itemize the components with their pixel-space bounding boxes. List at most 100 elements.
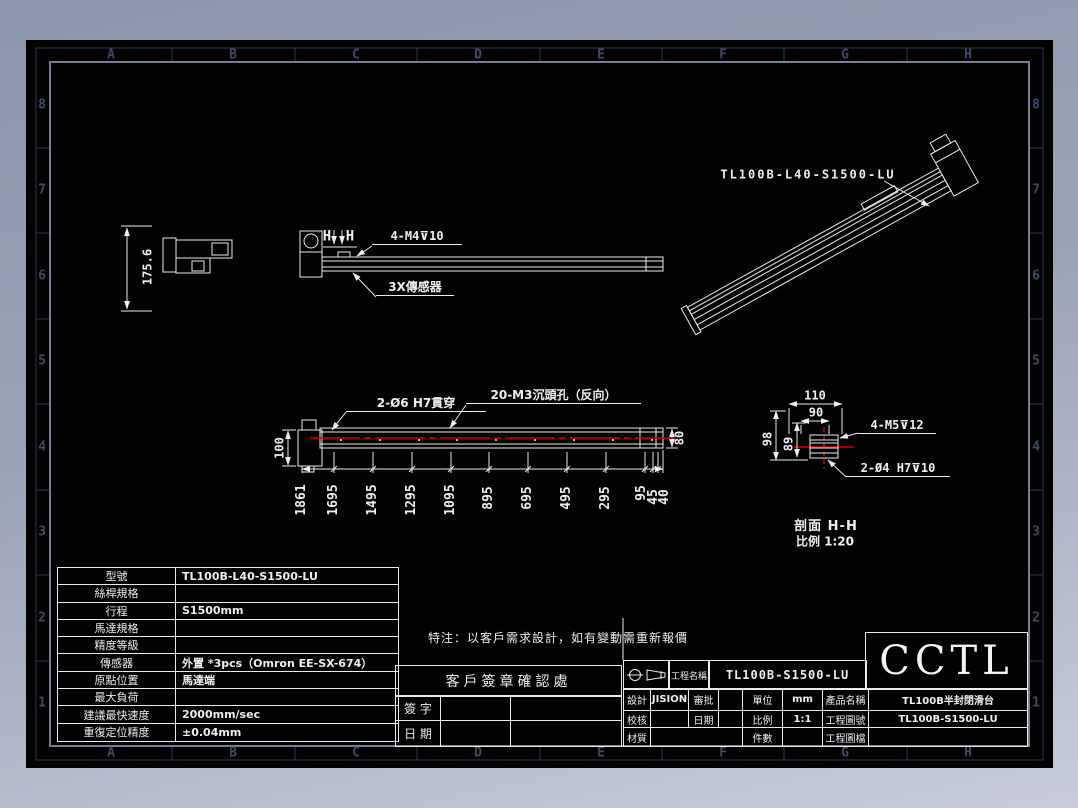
frame-col-label: H xyxy=(964,47,972,63)
frame-row-label: 2 xyxy=(38,610,46,626)
dim-chain-label: 1495 xyxy=(364,484,380,516)
frame-col-label-bottom: B xyxy=(229,745,237,761)
drawing-no-label: 工程圖號 xyxy=(823,711,869,728)
spec-value xyxy=(176,637,398,655)
spec-value xyxy=(176,585,398,603)
dim-chain-label: 1695 xyxy=(325,484,341,516)
check-value xyxy=(651,711,689,728)
dim-plan-right: 80 xyxy=(672,430,687,446)
scale-label: 比例 xyxy=(743,711,783,728)
first-angle-projection-icon xyxy=(627,669,666,681)
spec-label: 精度等級 xyxy=(58,637,176,655)
spec-value xyxy=(176,620,398,638)
frame-row-label: 3 xyxy=(38,524,46,540)
dim-chain-label: 695 xyxy=(519,486,535,510)
dim-chain-label: 1095 xyxy=(442,484,458,516)
dim-chain-label: 1295 xyxy=(403,484,419,516)
frame-row-label-right: 6 xyxy=(1032,268,1040,284)
frame-col-label: F xyxy=(719,47,727,63)
frame-row-label: 5 xyxy=(38,353,46,369)
spec-label: 馬達規格 xyxy=(58,619,176,638)
label-top-holes: 4-M4⊽10 xyxy=(372,229,462,246)
spec-label: 絲桿規格 xyxy=(58,585,176,603)
date-value xyxy=(719,711,743,728)
iso-view-lines xyxy=(680,133,980,336)
material-value xyxy=(651,728,743,746)
frame-row-label: 6 xyxy=(38,268,46,284)
scale-value: 1:1 xyxy=(783,711,823,728)
design-label: 設計 xyxy=(624,689,651,711)
projection-symbol-cell xyxy=(623,660,670,690)
material-label: 材質 xyxy=(624,728,651,746)
signature-field xyxy=(441,696,511,721)
frame-row-label-right: 3 xyxy=(1032,524,1040,540)
frame-col-label-bottom: H xyxy=(964,745,972,761)
label-through-holes: 2-Ø6 H7貫穿 xyxy=(346,396,486,413)
section-caption: 剖面 H-H xyxy=(794,518,858,534)
dim-chain-label: 40 xyxy=(656,489,672,505)
frame-row-label: 7 xyxy=(38,182,46,198)
label-m5-holes: 4-M5⊽12 xyxy=(858,418,936,435)
frame-col-label-bottom: E xyxy=(597,745,605,761)
frame-col-label: B xyxy=(229,47,237,63)
product-name-label: 產品名稱 xyxy=(823,689,869,711)
spec-value: 2000mm/sec xyxy=(176,706,398,724)
approve-value xyxy=(719,689,743,711)
date-field xyxy=(511,721,621,746)
frame-col-label-bottom: C xyxy=(352,745,360,761)
check-label: 校核 xyxy=(624,711,651,728)
spec-value: S1500mm xyxy=(176,603,398,620)
drawing-file-label: 工程圖檔 xyxy=(823,728,869,746)
spec-value xyxy=(176,689,398,707)
frame-row-label: 8 xyxy=(38,97,46,113)
company-logo: CCTL xyxy=(865,632,1028,690)
label-countersunk-holes: 20-M3沉頭孔（反向） xyxy=(466,388,641,405)
dim-chain-label: 1861 xyxy=(293,484,309,516)
frame-col-label: A xyxy=(107,47,115,63)
frame-row-label: 4 xyxy=(38,439,46,455)
signature-block-title: 客戶簽章確認處 xyxy=(395,665,622,697)
spec-value: ±0.04mm xyxy=(182,725,242,739)
design-value: JISION xyxy=(651,689,689,711)
frame-row-label-right: 1 xyxy=(1032,695,1040,711)
product-name-value: TL100B半封閉滑台 xyxy=(869,689,1027,711)
spec-value: 外置 *3pcs（Omron EE-SX-674） xyxy=(176,654,398,672)
company-logo-text: CCTL xyxy=(879,638,1014,684)
frame-row-label: 1 xyxy=(38,695,46,711)
frame-col-label-bottom: G xyxy=(841,745,849,761)
drawing-sheet: A B C D E F G H A B C D E F G H 8 7 6 5 … xyxy=(26,40,1053,768)
date-field xyxy=(441,721,511,746)
frame-col-label: C xyxy=(352,47,360,63)
frame-col-label: E xyxy=(597,47,605,63)
frame-col-label-bottom: A xyxy=(107,745,115,761)
spec-label: 最大負荷 xyxy=(58,689,176,707)
frame-row-label-right: 8 xyxy=(1032,97,1040,113)
special-note: 特注：以客戶需求設計，如有變動需重新報價 xyxy=(428,631,689,645)
spec-label: 建議最快速度 xyxy=(58,706,176,724)
frame-col-label: G xyxy=(841,47,849,63)
spec-label: 傳感器 xyxy=(58,654,176,672)
dim-plan-left: 100 xyxy=(272,437,287,459)
title-block-grid: 設計 JISION 審批 單位 mm 產品名稱 TL100B半封閉滑台 校核 日… xyxy=(623,688,1028,747)
spec-label: 原點位置 xyxy=(58,671,176,690)
dim-section-98: 98 xyxy=(760,431,775,447)
dim-chain-label: 495 xyxy=(558,486,574,510)
signature-block: 簽 字 日 期 xyxy=(395,695,622,747)
date-label: 日期 xyxy=(689,711,719,728)
approve-label: 審批 xyxy=(689,689,719,711)
unit-label: 單位 xyxy=(743,689,783,711)
date-label: 日 期 xyxy=(396,721,441,746)
frame-row-label-right: 2 xyxy=(1032,610,1040,626)
dim-chain-label: 295 xyxy=(597,486,613,510)
dim-section-89: 89 xyxy=(781,436,796,452)
plan-view-lines xyxy=(282,404,678,473)
section-mark-h-left: H xyxy=(322,228,332,245)
side-view-lines xyxy=(299,230,664,298)
signature-label: 簽 字 xyxy=(396,696,441,721)
section-scale: 比例 1:20 xyxy=(795,534,855,549)
label-pin-holes: 2-Ø4 H7⊽10 xyxy=(846,461,950,478)
dim-chain-label: 895 xyxy=(480,486,496,510)
iso-model-label: TL100B-L40-S1500-LU xyxy=(720,167,896,182)
spec-value: 馬達端 xyxy=(176,672,398,690)
